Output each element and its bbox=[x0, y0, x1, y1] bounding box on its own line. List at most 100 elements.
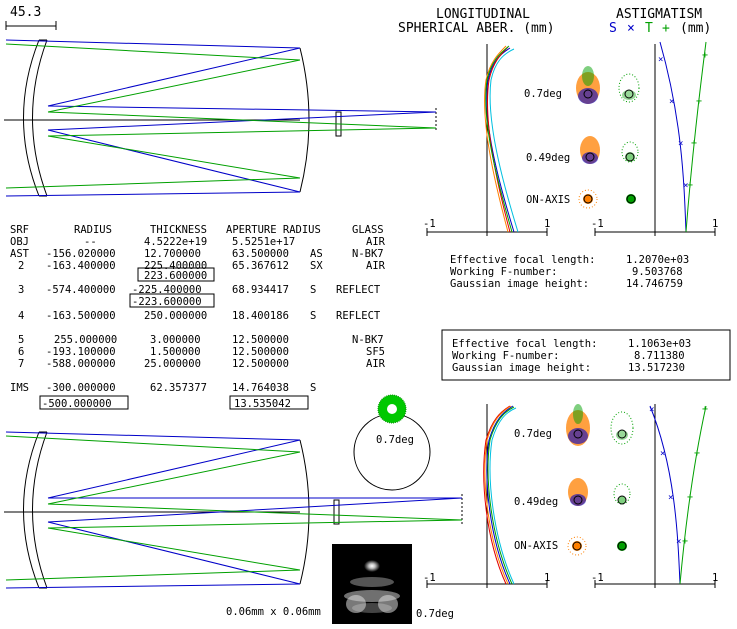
field-label-top: 0.7deg bbox=[524, 88, 562, 100]
astigmatism-plot-top: × × × × + + + + bbox=[594, 41, 716, 236]
table-cell: S bbox=[310, 310, 317, 322]
spot-diagrams-bottom bbox=[566, 404, 634, 556]
table-cell: -225.400000 bbox=[132, 284, 202, 296]
table-cell: 250.000000 bbox=[144, 310, 208, 322]
table-cell: 4.5222e+19 bbox=[144, 236, 208, 248]
table-cell: 25.000000 bbox=[144, 358, 201, 370]
table-cell: 2 bbox=[18, 260, 25, 272]
table-cell: 225.400000 bbox=[144, 260, 208, 272]
field-label-top: 0.49deg bbox=[526, 152, 571, 164]
axis-min-label: -1 bbox=[423, 218, 436, 230]
table-cell: 3 bbox=[18, 284, 25, 296]
spot-bottom-049-green bbox=[613, 483, 631, 505]
axis-max-label: 1 bbox=[544, 218, 551, 230]
table-cell: -- bbox=[84, 236, 97, 248]
axis-max-label: 1 bbox=[712, 218, 719, 230]
table-cell: 5.5251e+17 bbox=[232, 236, 296, 248]
spot-top-049-poly bbox=[580, 136, 600, 164]
astig-unit: (mm) bbox=[680, 21, 712, 36]
efl-value: 1.2070e+03 bbox=[626, 254, 690, 266]
svg-text:+: + bbox=[696, 96, 702, 107]
table-cell: AIR bbox=[366, 236, 385, 248]
longitudinal-title: LONGITUDINAL bbox=[436, 7, 530, 22]
spot-top-049-green bbox=[621, 141, 639, 163]
spherical-aberration-plot-bottom bbox=[426, 404, 548, 588]
svg-text:+: + bbox=[702, 50, 708, 61]
image-height-value: 14.746759 bbox=[626, 278, 683, 290]
image-height-label: Gaussian image height: bbox=[450, 278, 590, 290]
table-cell: REFLECT bbox=[336, 284, 381, 296]
astig-t-label: T bbox=[645, 21, 653, 36]
svg-text:×: × bbox=[660, 449, 665, 459]
table-highlight-boxes bbox=[39, 267, 309, 410]
svg-text:×: × bbox=[676, 537, 681, 547]
svg-text:×: × bbox=[668, 493, 673, 503]
table-cell: -588.000000 bbox=[46, 358, 116, 370]
svg-text:+: + bbox=[702, 404, 708, 415]
spherical-aberration-plot-top bbox=[426, 44, 548, 236]
table-cell: 6 bbox=[18, 346, 25, 358]
spot-top-07-green bbox=[618, 73, 640, 103]
spot-circle-label: 0.7deg bbox=[376, 434, 414, 446]
col-header-radius: RADIUS bbox=[74, 224, 112, 236]
field-label-top: ON-AXIS bbox=[526, 194, 571, 206]
spot-bottom-onaxis-poly bbox=[567, 536, 587, 556]
spot-top-onaxis-green bbox=[626, 194, 636, 204]
table-cell: 12.700000 bbox=[144, 248, 201, 260]
field-spot-circle bbox=[353, 394, 431, 491]
svg-text:×: × bbox=[658, 55, 663, 65]
table-cell: OBJ bbox=[10, 236, 29, 248]
spot-bottom-049-poly bbox=[568, 478, 588, 506]
fnum-value: 8.711380 bbox=[634, 350, 685, 362]
table-cell: S bbox=[310, 284, 317, 296]
svg-text:×: × bbox=[669, 97, 674, 107]
axis-max-label: 1 bbox=[712, 572, 719, 584]
table-cell: -163.500000 bbox=[46, 310, 116, 322]
table-cell: 63.500000 bbox=[232, 248, 289, 260]
axis-max-label: 1 bbox=[544, 572, 551, 584]
table-cell: 255.000000 bbox=[54, 334, 118, 346]
image-height-value: 13.517230 bbox=[628, 362, 685, 374]
table-cell: 12.500000 bbox=[232, 334, 289, 346]
col-header-thickness: THICKNESS bbox=[150, 224, 207, 236]
summary-box-bottom bbox=[441, 329, 731, 381]
table-cell: 12.500000 bbox=[232, 358, 289, 370]
table-cell-boxed: -500.000000 bbox=[42, 398, 112, 410]
field-label-bottom: 0.7deg bbox=[514, 428, 552, 440]
axis-min-label: -1 bbox=[591, 572, 604, 584]
table-cell: AS bbox=[310, 248, 323, 260]
fnum-label: Working F-number: bbox=[450, 266, 558, 278]
axis-min-label: -1 bbox=[591, 218, 604, 230]
svg-text:×: × bbox=[683, 181, 688, 191]
svg-text:+: + bbox=[687, 180, 693, 191]
table-cell-boxed: 223.600000 bbox=[144, 270, 208, 282]
table-cell: 4 bbox=[18, 310, 25, 322]
table-cell: 62.357377 bbox=[150, 382, 207, 394]
spot-diagrams-top bbox=[576, 66, 640, 209]
table-cell-boxed: -223.600000 bbox=[132, 296, 202, 308]
astigmatism-title: ASTIGMATISM bbox=[616, 7, 703, 22]
table-cell: -193.100000 bbox=[46, 346, 116, 358]
efl-label: Effective focal length: bbox=[450, 254, 596, 266]
fnum-value: 9.503768 bbox=[632, 266, 683, 278]
scale-bar-label: 45.3 bbox=[10, 5, 42, 20]
spot-bottom-07-poly bbox=[566, 404, 590, 446]
svg-text:×: × bbox=[649, 405, 654, 415]
efl-value: 1.1063e+03 bbox=[628, 338, 692, 350]
table-cell: -156.020000 bbox=[46, 248, 116, 260]
table-cell: AIR bbox=[366, 358, 385, 370]
table-cell: 14.764038 bbox=[232, 382, 289, 394]
spot-top-onaxis-poly bbox=[578, 189, 598, 209]
fnum-label: Working F-number: bbox=[452, 350, 560, 362]
col-header-glass: GLASS bbox=[352, 224, 384, 236]
table-cell: 12.500000 bbox=[232, 346, 289, 358]
table-cell: 68.934417 bbox=[232, 284, 289, 296]
svg-text:+: + bbox=[682, 536, 688, 547]
image-height-label: Gaussian image height: bbox=[452, 362, 592, 374]
astigmatism-plot-bottom: × × × × + + + + bbox=[594, 404, 716, 588]
table-cell: 18.400186 bbox=[232, 310, 289, 322]
table-cell: IMS bbox=[10, 382, 29, 394]
spot-top-07-poly bbox=[576, 66, 600, 104]
astig-x-marker: × bbox=[627, 21, 635, 36]
